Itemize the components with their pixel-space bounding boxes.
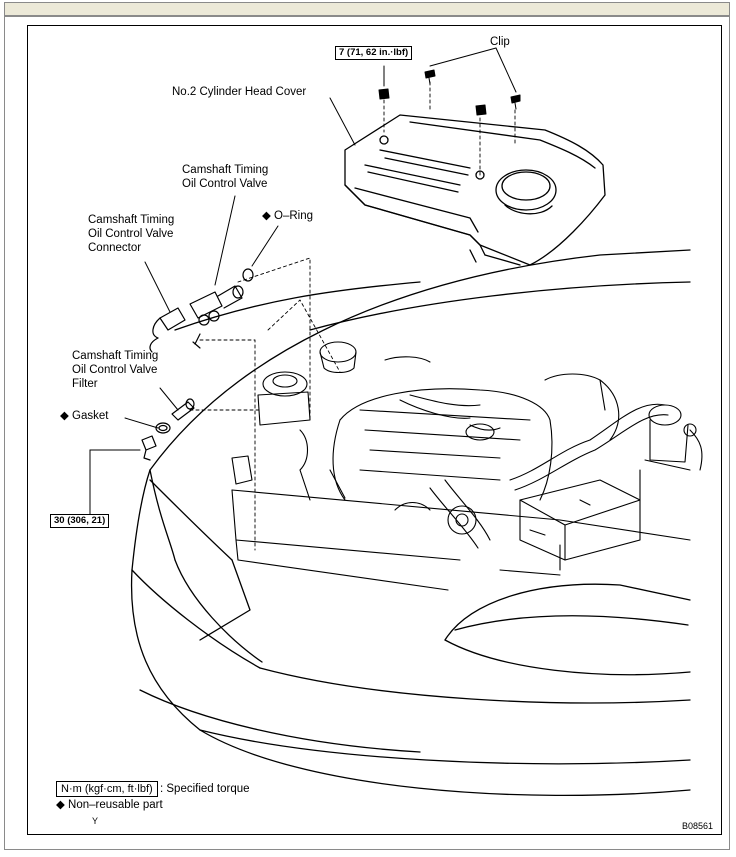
filter-assembly [141, 398, 195, 461]
oil-control-valve [189, 268, 254, 349]
cover-fasteners [378, 69, 521, 116]
outer-frame [4, 16, 730, 850]
cover-label: No.2 Cylinder Head Cover [172, 86, 307, 98]
valve-label-line1: Camshaft Timing [182, 164, 269, 176]
oring-label: ◆ O–Ring [262, 210, 314, 222]
cover-nut-torque: 7 (71, 62 in.·lbf) [335, 46, 413, 60]
filter-plug-torque: 30 (306, 21) [50, 514, 110, 528]
valve-label-line2: Oil Control Valve [182, 178, 268, 190]
cylinder-head-cover [344, 114, 606, 266]
engine-bay [231, 341, 703, 591]
legend-unit-box: N·m (kgf·cm, ft·lbf) [56, 781, 158, 797]
car-body [130, 249, 691, 797]
header-bar [4, 2, 730, 16]
legend-mark: Y [92, 816, 99, 826]
clip-label: Clip [490, 36, 510, 48]
filter-label-line1: Camshaft Timing [72, 350, 159, 362]
filter-label-line2: Oil Control Valve [72, 364, 158, 376]
connector-label-line1: Camshaft Timing [88, 214, 175, 226]
connector-label-line2: Oil Control Valve [88, 228, 174, 240]
diagram-frame [27, 25, 722, 835]
leader-dashes [189, 81, 516, 551]
legend-unit-text: : Specified torque [160, 783, 250, 795]
gasket-label: ◆ Gasket [60, 410, 109, 422]
connector-label-line3: Connector [88, 242, 142, 254]
connector [149, 307, 186, 353]
filter-label-line3: Filter [72, 378, 98, 390]
figure-id: B08561 [682, 821, 714, 831]
label-leaders [89, 47, 517, 516]
legend-non-reusable: ◆ Non–reusable part [56, 799, 163, 811]
